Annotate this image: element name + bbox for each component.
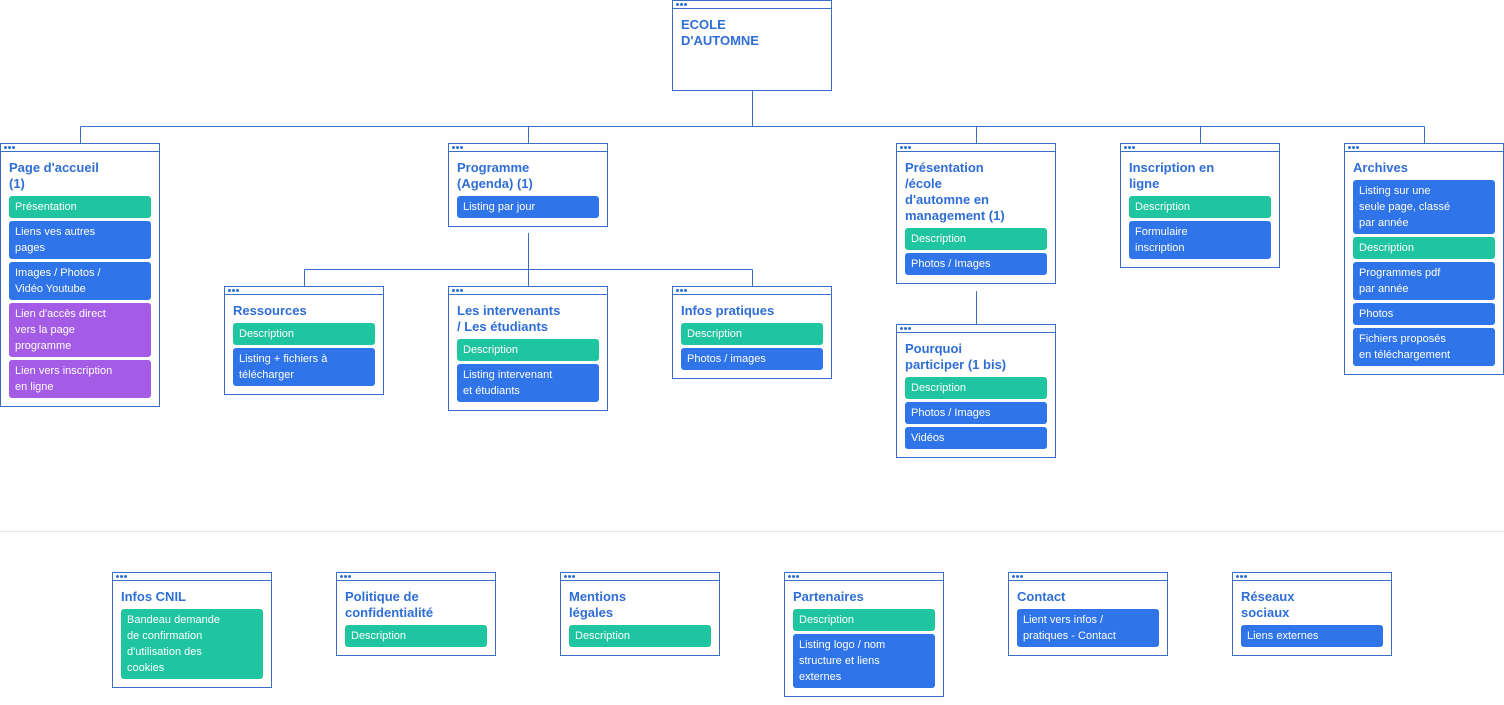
window-bar [1121,144,1279,152]
card-title: Partenaires [793,589,864,604]
root-title: ECOLE D'AUTOMNE [681,17,759,48]
window-bar [449,287,607,295]
window-bar [1,144,159,152]
card-cnil[interactable]: Infos CNIL Bandeau demande de confirmati… [112,572,272,688]
item-formulaire[interactable]: Formulaire inscription [1129,221,1271,259]
item-lien-programme[interactable]: Lien d'accès direct vers la page program… [9,303,151,357]
card-mentions[interactable]: Mentions légales Description [560,572,720,656]
card-title: Réseaux sociaux [1241,589,1295,620]
window-bar [673,287,831,295]
card-title: Les intervenants / Les étudiants [457,303,561,334]
card-politique[interactable]: Politique de confidentialité Description [336,572,496,656]
item-listing[interactable]: Listing sur une seule page, classé par a… [1353,180,1495,234]
card-title: Présentation /école d'automne en managem… [905,160,1005,223]
window-bar [1009,573,1167,581]
card-inscription[interactable]: Inscription en ligne Description Formula… [1120,143,1280,268]
card-ressources[interactable]: Ressources Description Listing + fichier… [224,286,384,395]
card-title: Programme (Agenda) (1) [457,160,533,191]
card-partenaires[interactable]: Partenaires Description Listing logo / n… [784,572,944,697]
card-title: Infos pratiques [681,303,775,318]
item-lien-contact[interactable]: Lient vers infos / pratiques - Contact [1017,609,1159,647]
item-description[interactable]: Description [457,339,599,361]
window-bar [561,573,719,581]
item-presentation[interactable]: Présentation [9,196,151,218]
item-lien-inscription[interactable]: Lien vers inscription en ligne [9,360,151,398]
card-title: Page d'accueil (1) [9,160,99,191]
card-title: Politique de confidentialité [345,589,434,620]
card-title: Pourquoi participer (1 bis) [905,341,1007,372]
card-title: Infos CNIL [121,589,186,604]
card-reseaux[interactable]: Réseaux sociaux Liens externes [1232,572,1392,656]
item-images[interactable]: Images / Photos / Vidéo Youtube [9,262,151,300]
item-liens[interactable]: Liens ves autres pages [9,221,151,259]
window-bar [673,1,831,9]
item-videos[interactable]: Vidéos [905,427,1047,449]
item-listing[interactable]: Listing + fichiers à télécharger [233,348,375,386]
card-title: Inscription en ligne [1129,160,1215,191]
card-accueil[interactable]: Page d'accueil (1) Présentation Liens ve… [0,143,160,407]
card-intervenants[interactable]: Les intervenants / Les étudiants Descrip… [448,286,608,411]
card-title: Contact [1017,589,1066,604]
item-programmes-pdf[interactable]: Programmes pdf par année [1353,262,1495,300]
item-photos[interactable]: Photos / Images [905,253,1047,275]
item-description[interactable]: Description [345,625,487,647]
item-description[interactable]: Description [569,625,711,647]
card-title: Ressources [233,303,307,318]
card-title: Archives [1353,160,1408,175]
card-contact[interactable]: Contact Lient vers infos / pratiques - C… [1008,572,1168,656]
card-presentation[interactable]: Présentation /école d'automne en managem… [896,143,1056,284]
window-bar [897,325,1055,333]
item-photos[interactable]: Photos [1353,303,1495,325]
window-bar [337,573,495,581]
card-title: Mentions légales [569,589,627,620]
card-infos-pratiques[interactable]: Infos pratiques Description Photos / ima… [672,286,832,379]
item-bandeau[interactable]: Bandeau demande de confirmation d'utilis… [121,609,263,679]
window-bar [113,573,271,581]
item-description[interactable]: Description [233,323,375,345]
item-description[interactable]: Description [681,323,823,345]
window-bar [1345,144,1503,152]
item-description[interactable]: Description [1129,196,1271,218]
item-fichiers[interactable]: Fichiers proposés en téléchargement [1353,328,1495,366]
item-liens-externes[interactable]: Liens externes [1241,625,1383,647]
item-listing[interactable]: Listing intervenant et étudiants [457,364,599,402]
card-programme[interactable]: Programme (Agenda) (1) Listing par jour [448,143,608,227]
card-archives[interactable]: Archives Listing sur une seule page, cla… [1344,143,1504,375]
window-bar [785,573,943,581]
window-bar [1233,573,1391,581]
window-bar [449,144,607,152]
item-photos[interactable]: Photos / images [681,348,823,370]
item-description[interactable]: Description [1353,237,1495,259]
root-card[interactable]: ECOLE D'AUTOMNE [672,0,832,91]
item-description[interactable]: Description [905,377,1047,399]
item-listing[interactable]: Listing par jour [457,196,599,218]
item-description[interactable]: Description [905,228,1047,250]
item-description[interactable]: Description [793,609,935,631]
item-listing-logo[interactable]: Listing logo / nom structure et liens ex… [793,634,935,688]
window-bar [225,287,383,295]
item-photos[interactable]: Photos / Images [905,402,1047,424]
section-divider [0,531,1504,532]
window-bar [897,144,1055,152]
card-pourquoi[interactable]: Pourquoi participer (1 bis) Description … [896,324,1056,458]
